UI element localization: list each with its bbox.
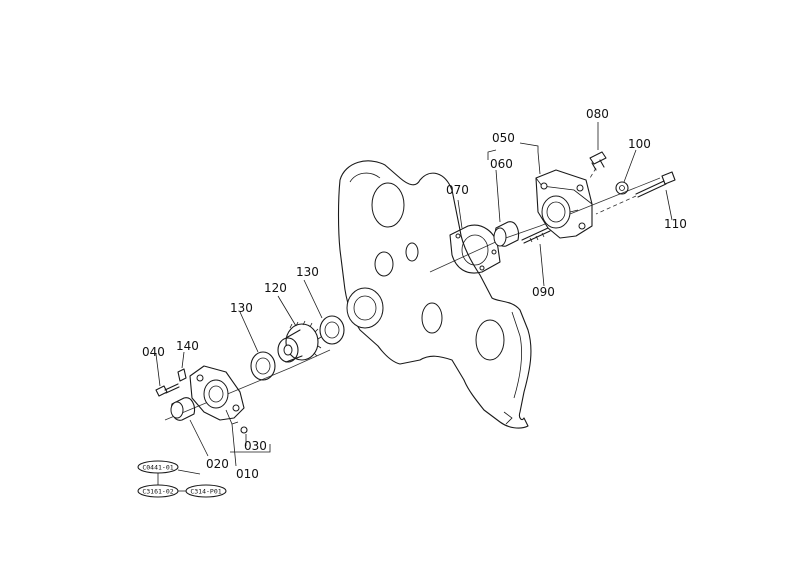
long-bolt-110 bbox=[595, 171, 676, 215]
part-label-050: 050 bbox=[492, 131, 515, 145]
reference-label-1: C0441-01 bbox=[142, 464, 173, 472]
reference-label-3: C314-P01 bbox=[190, 488, 221, 496]
reference-bubbles: C0441-01 C3161-02 C314-P01 bbox=[137, 460, 227, 498]
part-label-080: 080 bbox=[586, 107, 609, 121]
gasket-070 bbox=[449, 224, 501, 274]
housing-010 bbox=[189, 365, 245, 425]
assembly-axis bbox=[164, 177, 661, 421]
part-label-090: 090 bbox=[532, 285, 555, 299]
part-label-010: 010 bbox=[236, 467, 259, 481]
part-label-130-left: 130 bbox=[230, 301, 253, 315]
nut-100 bbox=[615, 181, 629, 195]
part-label-020: 020 bbox=[206, 457, 229, 471]
part-label-110: 110 bbox=[664, 217, 687, 231]
part-label-060: 060 bbox=[490, 157, 513, 171]
leader-lines bbox=[155, 122, 673, 475]
cover-bore-small bbox=[405, 242, 419, 262]
bolt-040 bbox=[155, 383, 180, 397]
cover-bore-right-lower bbox=[421, 302, 443, 334]
bushing-020 bbox=[170, 397, 196, 421]
cover-bore-lower bbox=[346, 287, 384, 329]
reference-bubble-3 bbox=[185, 484, 227, 498]
housing-050 bbox=[535, 169, 593, 239]
shim-130-right bbox=[319, 315, 345, 345]
shim-130-left bbox=[250, 351, 276, 381]
cover-bore-middle bbox=[374, 251, 394, 277]
pin-140 bbox=[177, 368, 187, 382]
part-label-120: 120 bbox=[264, 281, 287, 295]
bushing-060 bbox=[493, 221, 520, 247]
cover-bore-upper bbox=[371, 182, 405, 228]
cover-bore-right bbox=[475, 319, 505, 361]
reference-label-2: C3161-02 bbox=[142, 488, 173, 496]
part-label-100: 100 bbox=[628, 137, 651, 151]
bolt-080 bbox=[589, 151, 607, 179]
idler-gear-120 bbox=[277, 320, 322, 363]
part-label-070: 070 bbox=[446, 183, 469, 197]
part-label-030: 030 bbox=[244, 439, 267, 453]
part-label-140: 140 bbox=[176, 339, 199, 353]
pin-030 bbox=[240, 426, 248, 434]
part-labels: 050 060 070 080 090 100 110 120 130 130 … bbox=[142, 107, 687, 481]
part-label-040: 040 bbox=[142, 345, 165, 359]
stud-bolt-090 bbox=[521, 227, 551, 244]
gear-case-cover bbox=[337, 160, 532, 429]
part-label-130-right: 130 bbox=[296, 265, 319, 279]
